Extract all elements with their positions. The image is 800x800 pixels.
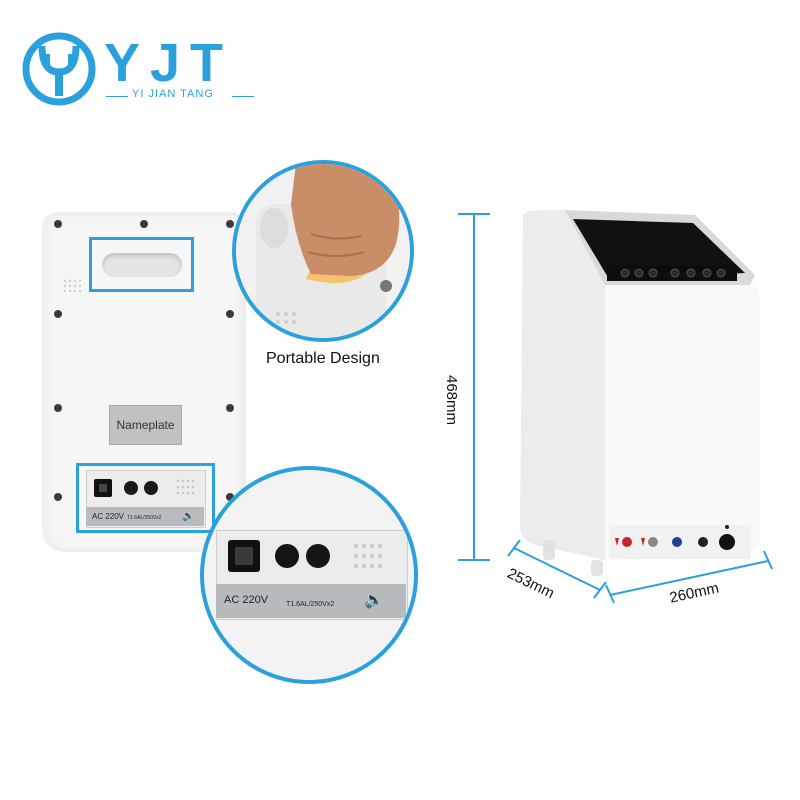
hand-gripping-handle-icon [236,164,410,338]
width-dimension-line [605,550,773,604]
screw [54,404,62,412]
screw [226,310,234,318]
power-rating-label: AC 220V [224,594,269,606]
screw [226,493,234,501]
speaker-grille-icon [354,544,382,568]
divider [106,96,128,97]
dimension-tick [458,559,490,561]
handle-highlight-frame [89,237,194,292]
screw [226,220,234,228]
brand-subtitle-group: YI JIAN TANG [106,88,256,104]
divider [232,96,254,97]
nameplate-label: Nameplate [109,405,182,445]
power-rating-label: AC 220V [92,512,125,521]
height-dimension-label: 468mm [443,375,460,426]
fuse-rating-label: T1.6AL/250Vx2 [127,515,162,521]
brand-logo-icon [22,32,96,106]
screw [54,310,62,318]
switch-rocker [235,547,253,565]
zoom-label-strip [216,584,406,618]
fuse-holder [124,481,138,495]
speaker-icon: 🔊 [182,511,195,522]
fuse-holder [275,544,299,568]
height-dimension-line [473,214,475,560]
screw [140,220,148,228]
depth-dimension-line [507,540,607,599]
io-highlight-frame [76,463,215,533]
dimension-tick [458,213,490,215]
speaker-grille-icon [176,479,195,495]
portable-design-caption: Portable Design [266,350,380,367]
device-front-illustration [520,210,760,576]
ports-zoom-circle: AC 220V T1.6AL/250Vx2 🔊 [200,466,418,684]
brand-subtitle: YI JIAN TANG [132,88,214,100]
fuse-holder [144,481,158,495]
screw [54,493,62,501]
handle-zoom-circle [232,160,414,342]
vent-grille-icon [63,279,82,293]
speaker-icon: 🔊 [364,592,384,609]
rear-label-strip [86,507,204,526]
screw [54,220,62,228]
screw [226,404,234,412]
switch-rocker [99,484,107,492]
fuse-holder [306,544,330,568]
carry-handle [102,253,182,277]
fuse-rating-label: T1.6AL/250Vx2 [286,601,335,608]
brand-name: YJT [104,33,234,93]
